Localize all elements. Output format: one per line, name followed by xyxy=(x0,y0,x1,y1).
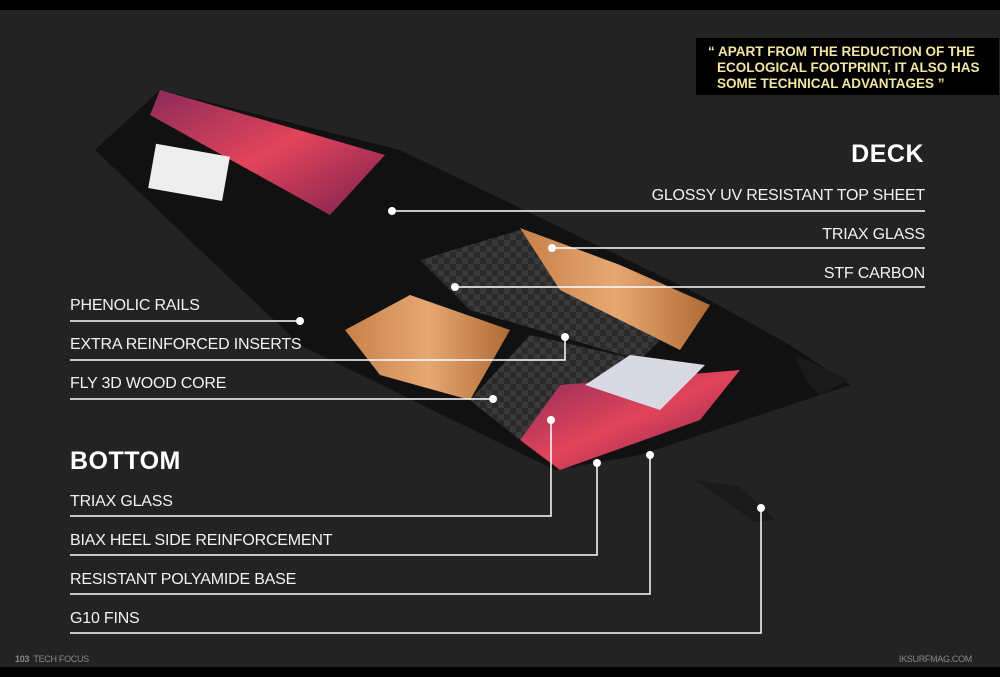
bottom-label: TRIAX GLASS xyxy=(70,493,173,510)
deck-label: STF CARBON xyxy=(823,265,925,282)
deck-heading: DECK xyxy=(851,140,924,168)
bottom-label: G10 FINS xyxy=(70,610,140,627)
board-layers xyxy=(95,90,850,522)
bottom-label: BIAX HEEL SIDE REINFORCEMENT xyxy=(70,532,333,549)
bottom-graphic xyxy=(520,370,740,470)
top-sheet-graphic xyxy=(150,90,385,215)
carbon-layer xyxy=(420,230,700,360)
middle-label: PHENOLIC RAILS xyxy=(70,297,200,314)
footer-left: 103 TECH FOCUS xyxy=(15,654,89,664)
quote-line: ECOLOGICAL FOOTPRINT, IT ALSO HAS xyxy=(717,60,980,75)
quote-line: “ APART FROM THE REDUCTION OF THE xyxy=(708,44,975,59)
wood-core-bottom xyxy=(345,295,510,400)
bottom-logo xyxy=(585,355,705,410)
deck-label: TRIAX GLASS xyxy=(822,226,925,243)
middle-label: FLY 3D WOOD CORE xyxy=(70,375,227,392)
pull-quote: “ APART FROM THE REDUCTION OF THE ECOLOG… xyxy=(696,38,999,95)
fin-right xyxy=(795,355,850,395)
middle-label: EXTRA REINFORCED INSERTS xyxy=(70,336,302,353)
wood-core-top xyxy=(520,228,710,350)
fin-loose xyxy=(695,480,775,522)
bottom-heading: BOTTOM xyxy=(70,447,181,475)
bottom-label: RESISTANT POLYAMIDE BASE xyxy=(70,571,297,588)
logo-patch xyxy=(148,143,230,202)
site-url: IKSURFMAG.COM xyxy=(898,654,972,664)
callout-dots xyxy=(296,207,765,512)
section-name: TECH FOCUS xyxy=(33,654,89,664)
quote-line: SOME TECHNICAL ADVANTAGES ” xyxy=(717,76,945,91)
leader-lines xyxy=(70,210,925,634)
page-number: 103 xyxy=(15,654,30,664)
deck-label: GLOSSY UV RESISTANT TOP SHEET xyxy=(651,187,926,204)
